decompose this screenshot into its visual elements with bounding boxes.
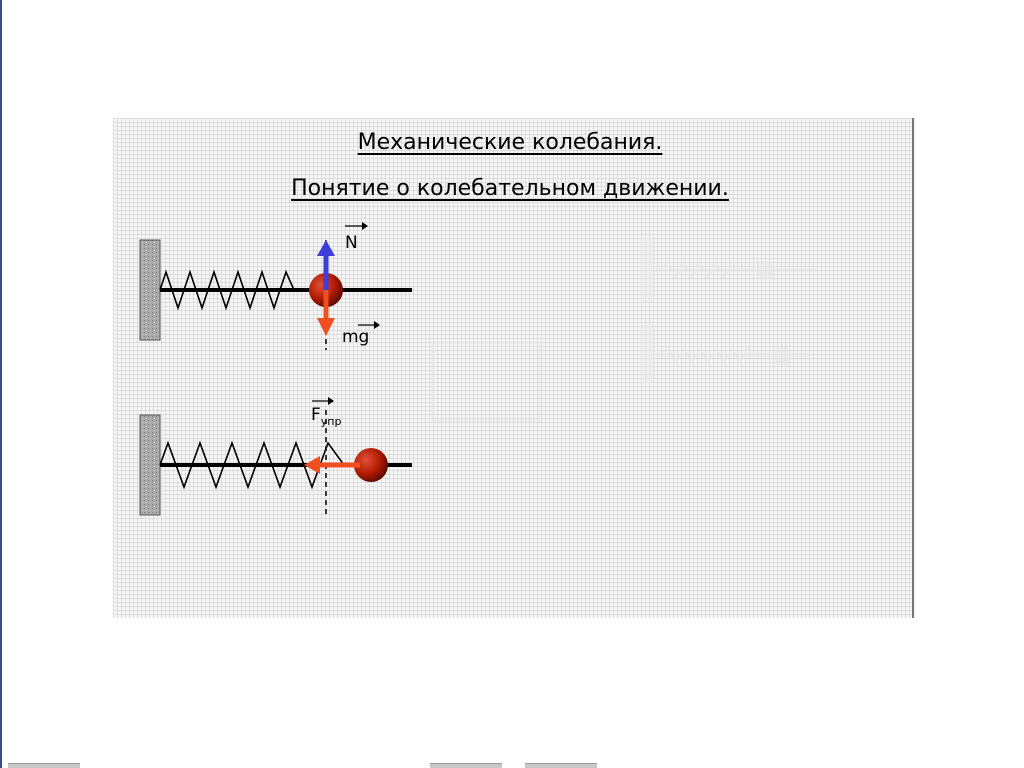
normal-force-arrowhead (317, 240, 335, 256)
spring-top (159, 269, 320, 311)
gravity-arrowhead (317, 318, 335, 336)
slide-canvas (113, 118, 915, 618)
ball-bottom (354, 448, 388, 482)
faded-illustrations (431, 238, 818, 423)
wall-bottom (139, 414, 161, 516)
equilibrium-diagram: N mg (139, 222, 412, 350)
slide-subtitle: Понятие о колебательном движении. (291, 176, 729, 201)
window-edge (0, 0, 2, 768)
bottom-toolbar-fragments (0, 762, 1024, 768)
slide-shadow-edge (912, 118, 914, 618)
normal-force-label: N (345, 233, 358, 253)
gravity-label: mg (342, 327, 369, 347)
elastic-force-label: Fупр (311, 405, 341, 428)
displaced-diagram: Fупр (139, 397, 412, 518)
elastic-force-label-base: F (311, 405, 321, 425)
elastic-force-label-sub: упр (321, 415, 342, 428)
wall-top (139, 239, 161, 341)
elastic-force-arrowhead (304, 456, 320, 474)
slide-title: Механические колебания. (357, 130, 663, 155)
